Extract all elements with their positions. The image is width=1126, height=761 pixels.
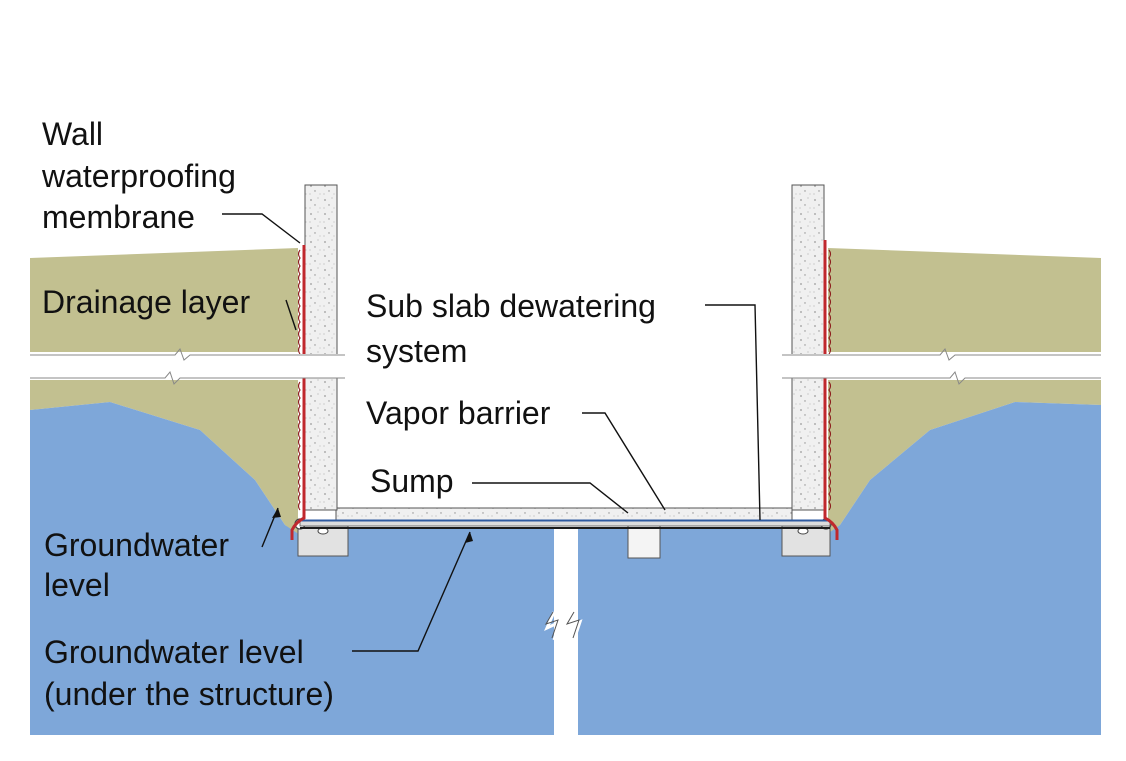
leader-groundwater-under — [352, 531, 471, 652]
label-groundwater-under-line1: Groundwater level — [44, 634, 304, 670]
break-band-left — [25, 354, 345, 378]
leader-wall-membrane — [222, 213, 301, 244]
soil-left-lower — [30, 380, 298, 535]
groundwater-right — [578, 402, 1101, 735]
label-vapor-barrier: Vapor barrier — [366, 395, 551, 431]
break-mark-right — [565, 611, 580, 639]
floor-slab — [335, 507, 793, 521]
label-drainage-layer: Drainage layer — [42, 284, 250, 320]
label-groundwater-line2: level — [44, 567, 110, 603]
soil-right-lower — [828, 380, 1101, 535]
break-line-left-bottom — [30, 370, 345, 385]
leader-drainage-layer — [285, 299, 297, 331]
break-gap-vertical — [554, 498, 574, 743]
label-wall-line2: waterproofing — [41, 158, 236, 194]
wall-right — [791, 184, 825, 511]
leader-arrowhead-under — [465, 532, 473, 543]
label-groundwater-line1: Groundwater — [44, 527, 229, 563]
label-sump: Sump — [370, 463, 454, 499]
label-sub-slab-line1: Sub slab dewatering — [366, 288, 656, 324]
break-symbol-vertical — [544, 611, 583, 641]
drainage-layer-left — [297, 249, 301, 511]
membrane-left — [290, 245, 306, 540]
break-line-right-top — [782, 348, 1101, 361]
break-line-right-bottom — [782, 370, 1101, 385]
leader-sump — [472, 482, 629, 514]
soil-right — [828, 248, 1101, 352]
drainage-layer-right — [828, 249, 832, 511]
break-band-right — [782, 354, 1107, 378]
break-line-left-top — [30, 348, 345, 361]
label-wall-line3: membrane — [42, 199, 195, 235]
wall-left — [304, 184, 338, 511]
soil-left — [30, 248, 298, 352]
groundwater-left — [30, 402, 560, 735]
label-wall-line1: Wall — [42, 116, 103, 152]
membrane-right — [823, 240, 839, 540]
label-groundwater-under-line2: (under the structure) — [44, 676, 334, 712]
leader-sub-slab — [705, 304, 761, 521]
label-sub-slab-line2: system — [366, 333, 467, 369]
leader-vapor-barrier — [582, 412, 666, 511]
leader-arrowhead-gw — [272, 508, 281, 518]
break-mark-left — [544, 611, 559, 639]
